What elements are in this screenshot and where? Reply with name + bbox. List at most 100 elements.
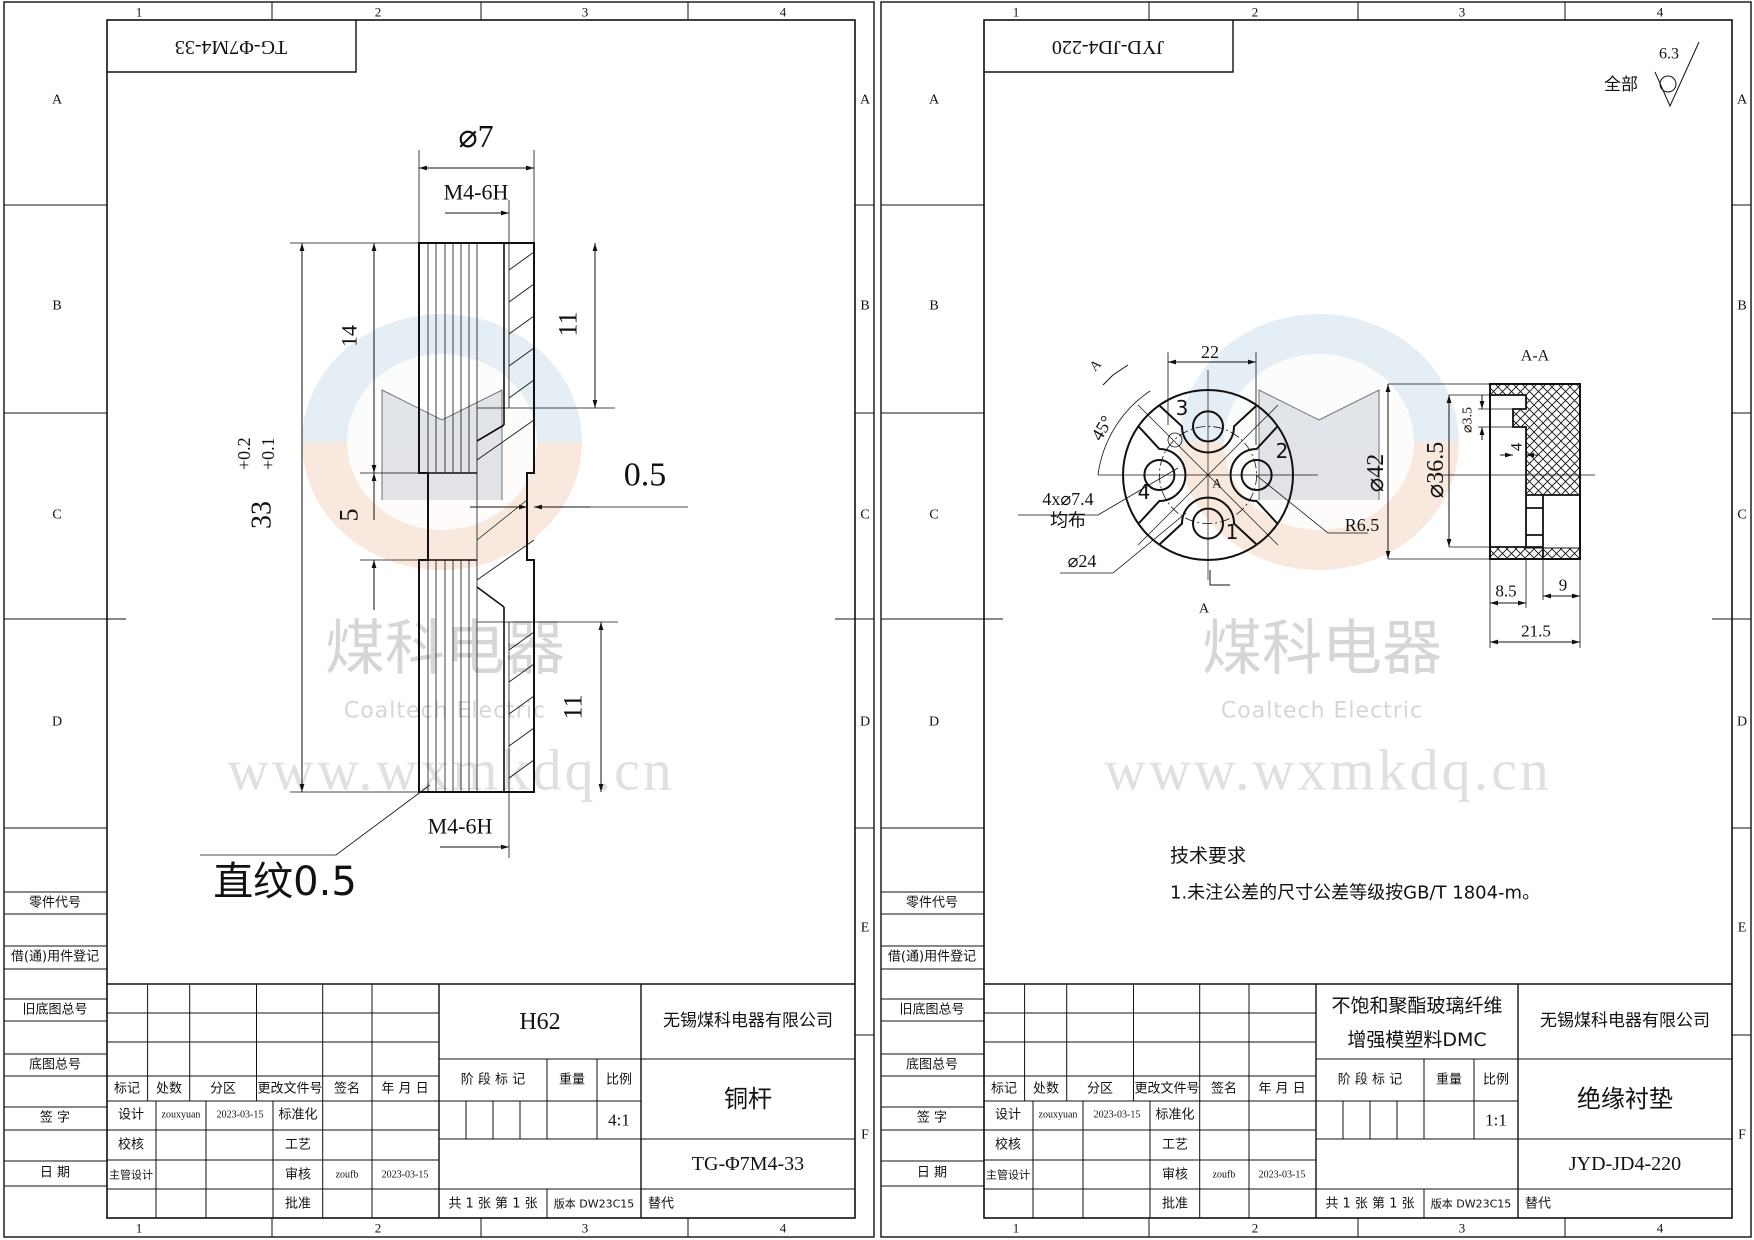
corner-code-box — [984, 20, 1234, 73]
sheet-copper-rod: 11223344AABBCCDDEF零件代号借(通)用件登记旧底图总号底图总号签… — [3, 1, 875, 1238]
header-label: 处数 — [156, 1082, 182, 1097]
material: H62 — [519, 1009, 560, 1035]
column-number: 4 — [780, 5, 787, 20]
header-label: 更改文件号 — [257, 1082, 322, 1097]
logo-m-icon — [1258, 389, 1380, 500]
company-name: 无锡煤科电器有限公司 — [1540, 1011, 1710, 1031]
sheet-count: 共 1 张 第 1 张 — [448, 1197, 537, 1212]
dim-14-text: 14 — [337, 325, 362, 347]
dim-thread-bottom-text: M4-6H — [428, 814, 493, 839]
header-label: 分区 — [210, 1082, 236, 1097]
column-number: 4 — [1657, 1221, 1664, 1236]
company-name: 无锡煤科电器有限公司 — [663, 1011, 833, 1031]
section-title: A-A — [1521, 348, 1550, 365]
outline — [476, 586, 505, 608]
hole-label: 1 — [1226, 520, 1239, 544]
dim-9-text: 9 — [1559, 576, 1568, 595]
row-letter: C — [1737, 508, 1746, 523]
side-label: 签 字 — [40, 1110, 70, 1126]
label-stage: 阶 段 标 记 — [1338, 1073, 1402, 1088]
label-weight: 重量 — [1436, 1072, 1462, 1088]
outline — [476, 424, 505, 442]
column-number: 1 — [1013, 1221, 1020, 1236]
row-letter: A — [1737, 93, 1748, 108]
roughness-symbol: 全部6.3 — [1604, 41, 1700, 108]
drawing-number: TG-Φ7M4-33 — [692, 1153, 804, 1175]
row-letter: B — [1737, 299, 1746, 314]
side-label: 零件代号 — [906, 896, 958, 911]
side-label: 旧底图总号 — [899, 1002, 964, 1018]
label-chief-design: 主管设计 — [986, 1168, 1030, 1182]
roughness-label: 全部 — [1604, 75, 1638, 95]
dim-11-top-text: 11 — [554, 311, 583, 336]
mounting-hole — [1143, 459, 1176, 491]
dim-21-5-text: 21.5 — [1521, 622, 1551, 641]
column-number: 1 — [136, 1221, 143, 1236]
part-name: 绝缘衬垫 — [1577, 1085, 1673, 1113]
section-mark-bottom: A — [1199, 602, 1210, 617]
review-date: 2023-03-15 — [382, 1170, 429, 1181]
label-replace: 替代 — [1525, 1197, 1551, 1212]
version: 版本 DW23C15 — [554, 1197, 635, 1211]
side-label: 底图总号 — [906, 1057, 958, 1073]
hatch — [508, 695, 535, 715]
notes-item: 1.未注公差的尺寸公差等级按GB/T 1804-m。 — [1170, 883, 1540, 904]
column-number: 3 — [1459, 5, 1466, 20]
label-design: 设计 — [118, 1108, 144, 1123]
dim-5-text: 5 — [335, 509, 364, 522]
dim-42-text: ⌀42 — [1363, 454, 1389, 492]
hole-label: 4 — [1138, 480, 1151, 504]
mounting-hole — [1192, 410, 1224, 443]
corner-code: TG-Φ7M4-33 — [175, 36, 287, 58]
dim-angle-text: 45° — [1087, 412, 1117, 444]
hatch — [476, 539, 535, 581]
dim-tol-lower: +0.1 — [258, 437, 278, 470]
row-letter: B — [52, 299, 61, 314]
watermark-url: www.wxmkdq.cn — [1104, 738, 1552, 803]
row-letter: D — [1737, 715, 1747, 730]
row-letter: E — [1738, 921, 1747, 936]
column-number: 1 — [1013, 5, 1020, 20]
leader-knurl — [200, 784, 431, 856]
angle-arc — [1097, 390, 1151, 476]
reviewer-name: zoufb — [336, 1170, 359, 1181]
corner-code-box — [107, 20, 357, 73]
label-check: 校核 — [118, 1137, 144, 1153]
side-label: 日 期 — [40, 1166, 70, 1181]
header-label: 更改文件号 — [1134, 1082, 1199, 1097]
label-design: 设计 — [995, 1108, 1021, 1123]
column-number: 1 — [136, 5, 143, 20]
label-weight: 重量 — [559, 1072, 585, 1088]
dim-tol-upper: +0.2 — [234, 437, 254, 470]
dim-groove-text: 0.5 — [624, 457, 667, 494]
row-letter: E — [861, 921, 870, 936]
hole-label: 3 — [1176, 396, 1189, 420]
slot-outline — [1158, 404, 1258, 454]
label-chief-design: 主管设计 — [109, 1168, 153, 1182]
label-scale: 比例 — [1483, 1073, 1509, 1088]
column-number: 2 — [1252, 1221, 1259, 1236]
label-process: 工艺 — [1162, 1138, 1188, 1153]
header-label: 签名 — [334, 1081, 360, 1097]
row-letter: A — [52, 93, 63, 108]
column-number: 3 — [582, 1221, 589, 1236]
corner-code: JYD-JD4-220 — [1052, 36, 1164, 58]
hatch — [508, 283, 535, 303]
hatch — [508, 315, 535, 335]
label-process: 工艺 — [285, 1138, 311, 1153]
column-number: 2 — [375, 1221, 382, 1236]
dim-3-5-text: ⌀3.5 — [1461, 407, 1476, 433]
dim-8-5-text: 8.5 — [1495, 582, 1516, 601]
label-standardization: 标准化 — [1155, 1108, 1194, 1123]
leader-pcd — [1060, 512, 1187, 574]
side-label: 旧底图总号 — [22, 1002, 87, 1018]
dim-pcd-text: ⌀24 — [1068, 551, 1097, 571]
section-arrow-top — [1102, 364, 1129, 386]
section-arrow-bottom — [1209, 570, 1230, 586]
material: 不饱和聚酯玻璃纤维 — [1331, 995, 1502, 1017]
label-stage: 阶 段 标 记 — [461, 1073, 525, 1088]
dim-diameter-text: ⌀7 — [458, 118, 493, 154]
part-name: 铜杆 — [724, 1085, 772, 1113]
